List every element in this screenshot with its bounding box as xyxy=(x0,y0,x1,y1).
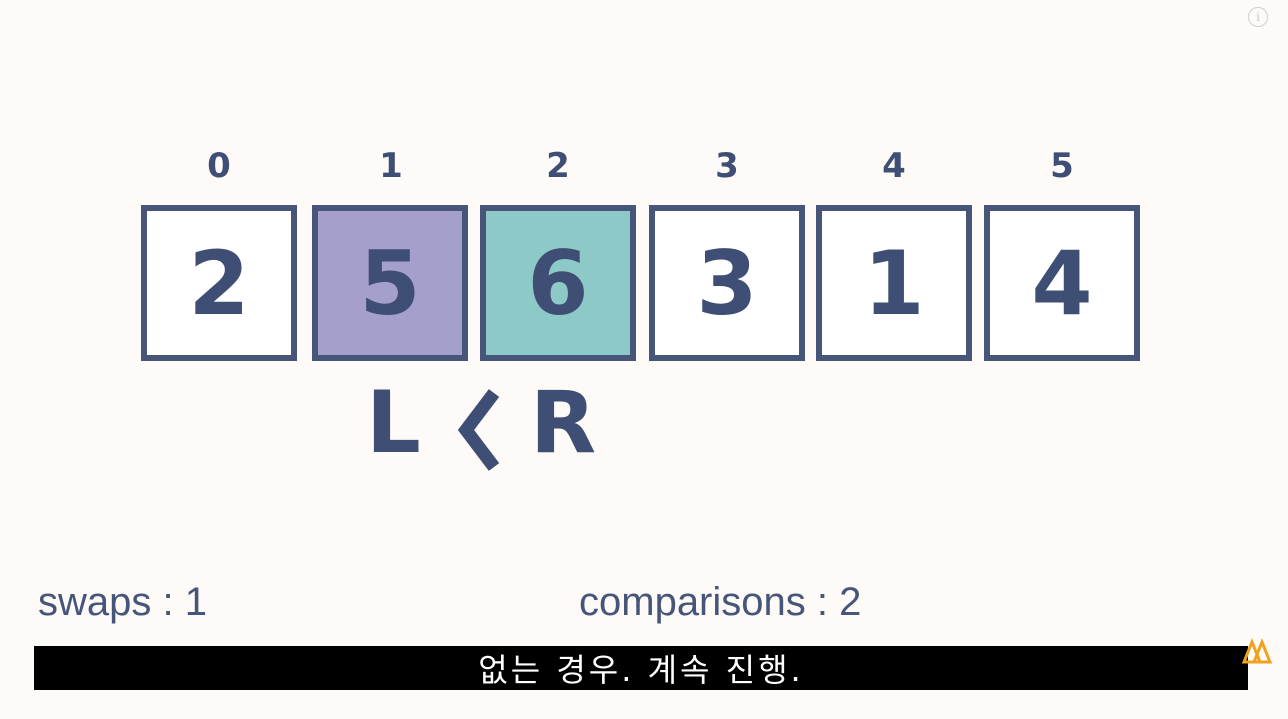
array-cell-4: 1 xyxy=(816,205,972,361)
less-than-chevron-icon xyxy=(457,389,500,471)
array-cell-5: 4 xyxy=(984,205,1140,361)
array-cell-2: 6 xyxy=(480,205,636,361)
index-label-3: 3 xyxy=(715,146,739,186)
index-label-5: 5 xyxy=(1050,146,1074,186)
index-label-4: 4 xyxy=(882,146,906,186)
array-cell-0: 2 xyxy=(141,205,297,361)
left-pointer-label: L xyxy=(366,373,421,473)
array-cell-1: 5 xyxy=(312,205,468,361)
right-pointer-label: R xyxy=(530,373,597,473)
index-label-2: 2 xyxy=(546,146,570,186)
swaps-counter: swaps : 1 xyxy=(38,580,207,624)
index-label-0: 0 xyxy=(207,146,231,186)
double-triangle-logo-icon xyxy=(1241,637,1273,664)
subtitle-text: 없는 경우. 계속 진행. xyxy=(478,651,804,689)
comparisons-counter: comparisons : 2 xyxy=(579,580,862,624)
index-label-1: 1 xyxy=(379,146,403,186)
array-cell-3: 3 xyxy=(649,205,805,361)
subtitle-bar: 없는 경우. 계속 진행. xyxy=(34,646,1248,690)
info-icon[interactable]: i xyxy=(1248,7,1268,27)
